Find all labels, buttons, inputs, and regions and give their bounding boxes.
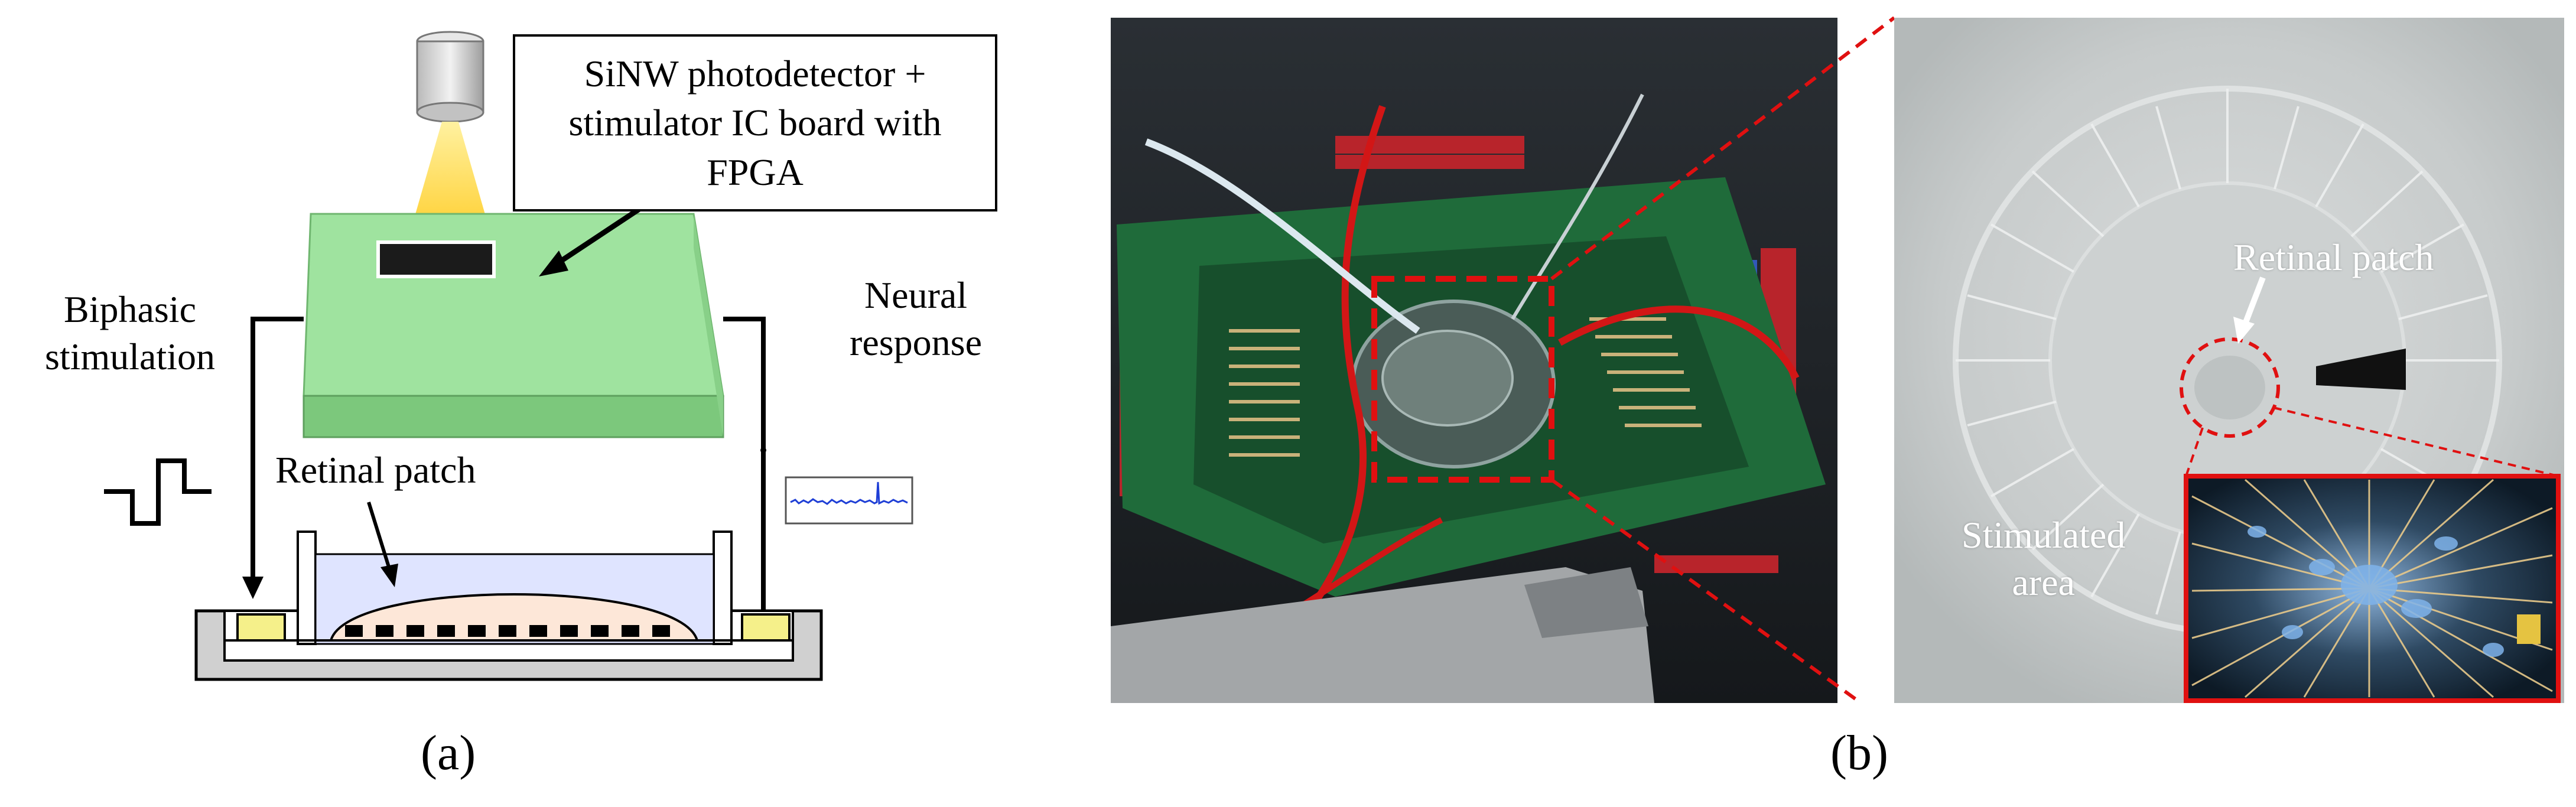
callout-text: SiNW photodetector + stimulator IC board… — [568, 49, 941, 197]
light-source-icon — [417, 32, 483, 122]
callout-box: SiNW photodetector + stimulator IC board… — [513, 34, 997, 211]
photodetector-chip — [378, 242, 494, 276]
panel-b-device-photo — [1111, 18, 1837, 703]
caption-b: (b) — [1830, 724, 1888, 782]
stimulation-arrowhead — [242, 577, 264, 599]
neural-response-label: Neural response — [809, 272, 1022, 366]
caption-a: (a) — [421, 724, 476, 782]
retinal-patch-label-b: Retinal patch — [2233, 234, 2434, 281]
retinal-patch-label-a: Retinal patch — [275, 447, 476, 494]
neural-response-trace — [786, 477, 912, 523]
light-beam — [412, 122, 488, 224]
biphasic-waveform-icon — [104, 461, 212, 523]
biphasic-stimulation-label: Biphasic stimulation — [24, 286, 236, 380]
stimulator-board — [304, 214, 723, 437]
culture-dish — [196, 532, 821, 679]
stimulated-area-label: Stimulated area — [1962, 512, 2125, 606]
stimulated-area-inset — [2186, 476, 2558, 701]
